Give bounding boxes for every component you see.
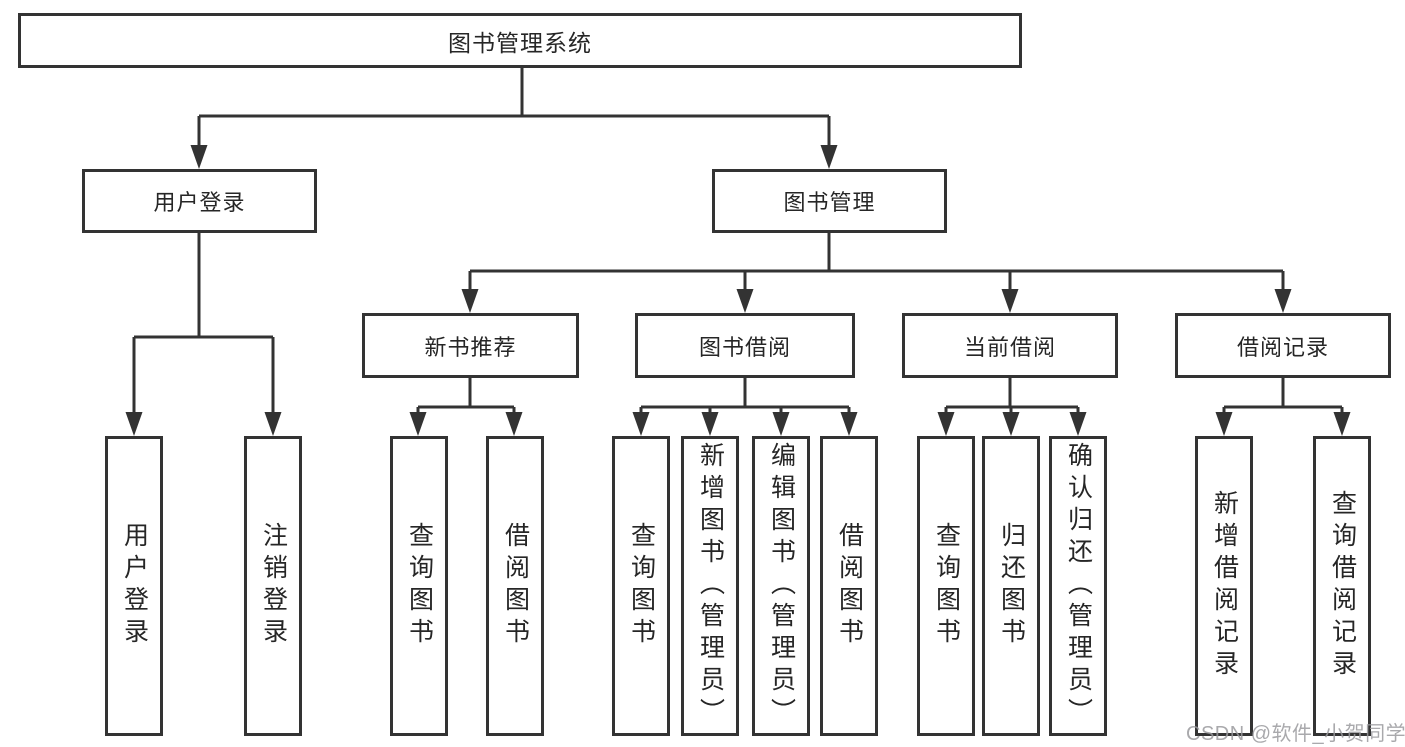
leaf-logout-label: 注销登录 — [259, 522, 288, 650]
node-book-borrowing: 图书借阅 — [635, 313, 855, 378]
node-current-borrowing-label: 当前借阅 — [963, 334, 1056, 360]
node-new-book-recommendation: 新书推荐 — [362, 313, 579, 378]
leaf-query-books-borrowing-label: 查询图书 — [627, 522, 656, 650]
leaf-query-books-recommend: 查询图书 — [390, 436, 448, 736]
leaf-add-borrow-record: 新增借阅记录 — [1195, 436, 1253, 736]
leaf-query-books-current: 查询图书 — [917, 436, 975, 736]
leaf-return-books-label: 归还图书 — [997, 522, 1026, 650]
leaf-add-borrow-record-label: 新增借阅记录 — [1210, 490, 1239, 682]
leaf-query-books-recommend-label: 查询图书 — [405, 522, 434, 650]
leaf-add-book-admin-label: 新增图书（管理员） — [696, 442, 725, 730]
leaf-user-login-label: 用户登录 — [120, 522, 149, 650]
node-current-borrowing: 当前借阅 — [902, 313, 1118, 378]
node-borrowing-records-label: 借阅记录 — [1236, 334, 1329, 360]
leaf-query-books-current-label: 查询图书 — [932, 522, 961, 650]
node-user-login-label: 用户登录 — [153, 190, 246, 215]
leaf-user-login: 用户登录 — [105, 436, 163, 736]
node-book-management-label: 图书管理 — [783, 190, 876, 215]
leaf-edit-book-admin-label: 编辑图书（管理员） — [767, 442, 796, 730]
csdn-watermark: CSDN @软件_小贺同学 — [1186, 723, 1405, 745]
leaf-query-borrow-record-label: 查询借阅记录 — [1328, 490, 1357, 682]
node-user-login: 用户登录 — [82, 169, 317, 233]
node-new-book-recommendation-label: 新书推荐 — [424, 334, 517, 360]
leaf-confirm-return-admin-label: 确认归还（管理员） — [1064, 442, 1093, 730]
leaf-borrow-books-borrowing: 借阅图书 — [820, 436, 878, 736]
arrowheads — [125, 145, 1351, 436]
node-borrowing-records: 借阅记录 — [1175, 313, 1391, 378]
leaf-borrow-books-recommend: 借阅图书 — [486, 436, 544, 736]
node-book-management: 图书管理 — [712, 169, 947, 233]
leaf-logout: 注销登录 — [244, 436, 302, 736]
leaf-borrow-books-recommend-label: 借阅图书 — [501, 522, 530, 650]
node-library-management-system-label: 图书管理系统 — [448, 29, 592, 56]
leaf-edit-book-admin: 编辑图书（管理员） — [752, 436, 810, 736]
leaf-borrow-books-borrowing-label: 借阅图书 — [835, 522, 864, 650]
leaf-return-books: 归还图书 — [982, 436, 1040, 736]
leaf-confirm-return-admin: 确认归还（管理员） — [1049, 436, 1107, 736]
leaf-add-book-admin: 新增图书（管理员） — [681, 436, 739, 736]
node-book-borrowing-label: 图书借阅 — [698, 334, 791, 360]
leaf-query-borrow-record: 查询借阅记录 — [1313, 436, 1371, 736]
node-library-management-system: 图书管理系统 — [18, 13, 1022, 68]
leaf-query-books-borrowing: 查询图书 — [612, 436, 670, 736]
